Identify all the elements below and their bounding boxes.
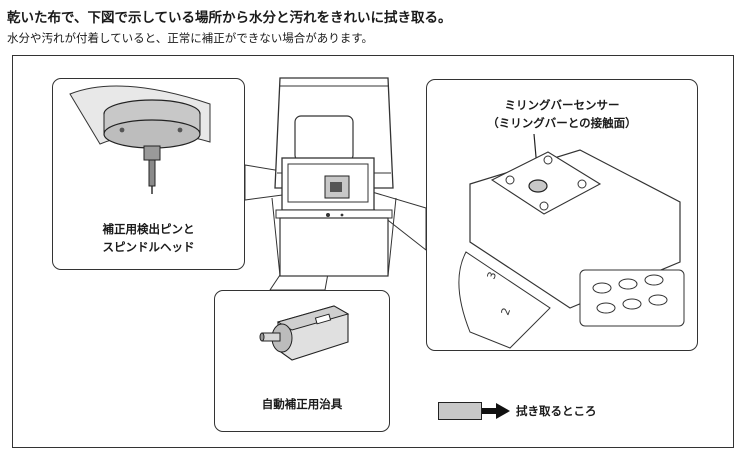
svg-text:2: 2 <box>499 306 514 317</box>
spindle-head-illustration <box>69 85 211 194</box>
legend-swatch <box>438 402 482 420</box>
spindle-label-line2: スピンドルヘッド <box>102 240 195 254</box>
milling-bar-sensor-illustration: 3 2 <box>458 133 685 349</box>
instruction-note: 水分や汚れが付着していると、正常に補正ができない場合があります。 <box>7 31 374 45</box>
auto-correction-jig-illustration <box>259 305 350 361</box>
illustration-frame <box>12 55 734 448</box>
sensor-label-line1: ミリングバーセンサー <box>504 98 620 112</box>
legend-arrow-icon <box>482 403 510 419</box>
milling-machine-illustration <box>271 77 397 277</box>
jig-label: 自動補正用治具 <box>261 397 343 411</box>
sensor-label-line2: （ミリングバーとの接触面） <box>487 116 637 130</box>
legend-label: 拭き取るところ <box>516 404 597 418</box>
callout-auto-correction-jig <box>214 290 390 432</box>
instruction-title: 乾いた布で、下図で示している場所から水分と汚れをきれいに拭き取る。 <box>7 10 452 26</box>
spindle-label-line1: 補正用検出ピンと <box>102 222 195 236</box>
svg-text:3: 3 <box>485 270 500 281</box>
